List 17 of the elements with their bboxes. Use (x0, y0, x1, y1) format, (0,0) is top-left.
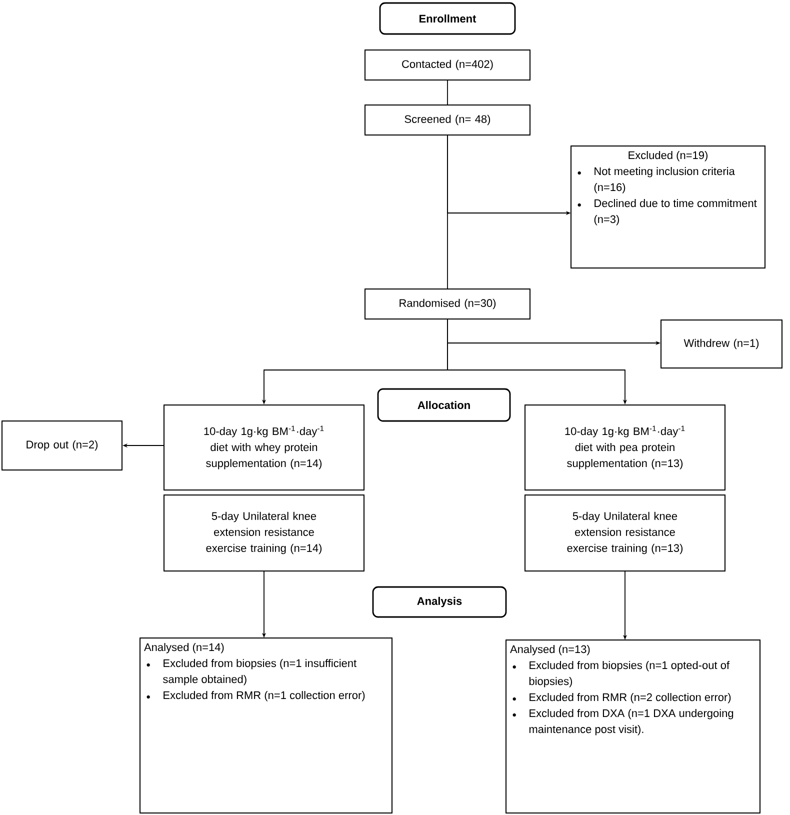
connector-line (447, 135, 448, 289)
process-box: 5-day Unilateral knee extension resistance exercise training (n=14) (164, 494, 364, 572)
exclusion-box: Excluded (n=19) Not meeting inclusion criteria (n=16) Declined due to time commitment (n=3) (570, 146, 766, 268)
process-box: Contacted (n=402) (364, 50, 530, 80)
process-box: Screened (n= 48) (364, 104, 530, 136)
connector-line (447, 80, 448, 105)
analysis-box: Analysed (n=14) Excluded from biopsies (n=1 insufficient sample obtained) Excluded from RMR (n=1 collection error) (140, 638, 392, 814)
stage-header: Analysis (372, 586, 507, 618)
stage-header: Allocation (377, 388, 511, 422)
process-box: 5-day Unilateral knee extension resistance exercise training (n=13) (524, 494, 726, 572)
stage-header: Enrollment (379, 2, 516, 35)
process-box: 10-day 1g·kg BM$^{-1}$·day$^{-1}$ diet with whey protein supplementation (n=14) (164, 404, 364, 490)
process-box: Withdrew (n=1) (660, 320, 782, 368)
process-box: 10-day 1g·kg BM$^{-1}$·day$^{-1}$ diet with pea protein supplementation (n=13) (524, 404, 726, 490)
process-box: Randomised (n=30) (364, 288, 530, 320)
process-box: Drop out (n=2) (2, 420, 122, 470)
analysis-box: Analysed (n=13) Excluded from biopsies (n=1 opted-out of biopsies) Excluded from RMR (n=2 collection error) Excluded from DXA (n=1 DXA undergoing maintenance post visit). (506, 640, 760, 814)
